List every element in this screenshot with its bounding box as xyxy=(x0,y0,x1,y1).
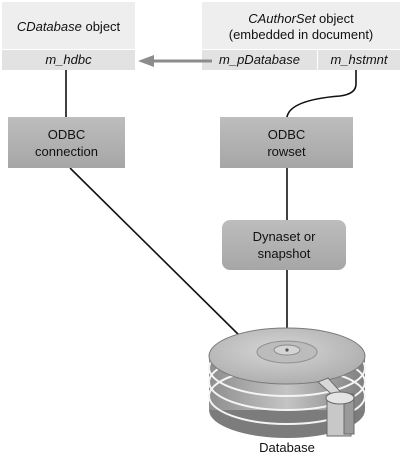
cauthorset-member-pdatabase: m_pDatabase xyxy=(219,52,300,67)
cdatabase-class-name: CDatabase xyxy=(16,19,82,34)
cdatabase-object-title: CDatabase object xyxy=(2,19,135,35)
database-label: Database xyxy=(259,440,315,455)
dynaset-snapshot-box xyxy=(222,220,346,270)
pointer-arrow-head xyxy=(138,55,154,67)
cdatabase-member-hdbc: m_hdbc xyxy=(45,52,92,67)
odbc-rowset-box xyxy=(220,117,353,168)
cauthorset-header-box xyxy=(202,2,400,49)
odbc-connection-box xyxy=(8,117,125,168)
dynaset-label-line2: snapshot xyxy=(257,246,311,261)
cauthorset-class-name: CAuthorSet xyxy=(248,11,316,26)
hard-disk-database-icon xyxy=(208,327,366,438)
cauthorset-title-suffix: object xyxy=(315,11,354,26)
cauthorset-subtitle: (embedded in document) xyxy=(228,27,374,42)
cdatabase-member-box xyxy=(2,50,135,70)
cauthorset-object-title: CAuthorSet object xyxy=(202,11,400,27)
odbc-rowset-label-line2: rowset xyxy=(267,144,306,159)
connector-hstmt-to-rowset xyxy=(286,70,357,118)
odbc-connection-label-line2: connection xyxy=(35,144,98,159)
cauthorset-pointer-box xyxy=(202,50,317,70)
cauthorset-stmt-box xyxy=(318,50,400,70)
cdatabase-header-box xyxy=(2,2,135,49)
cauthorset-member-hstmnt: m_hstmnt xyxy=(330,52,388,67)
dynaset-label-line1: Dynaset or xyxy=(252,229,316,244)
connector-connection-to-database xyxy=(69,167,247,343)
odbc-connection-label-line1: ODBC xyxy=(47,127,86,142)
cdatabase-title-suffix: object xyxy=(81,19,121,34)
odbc-rowset-label-line1: ODBC xyxy=(267,127,306,142)
